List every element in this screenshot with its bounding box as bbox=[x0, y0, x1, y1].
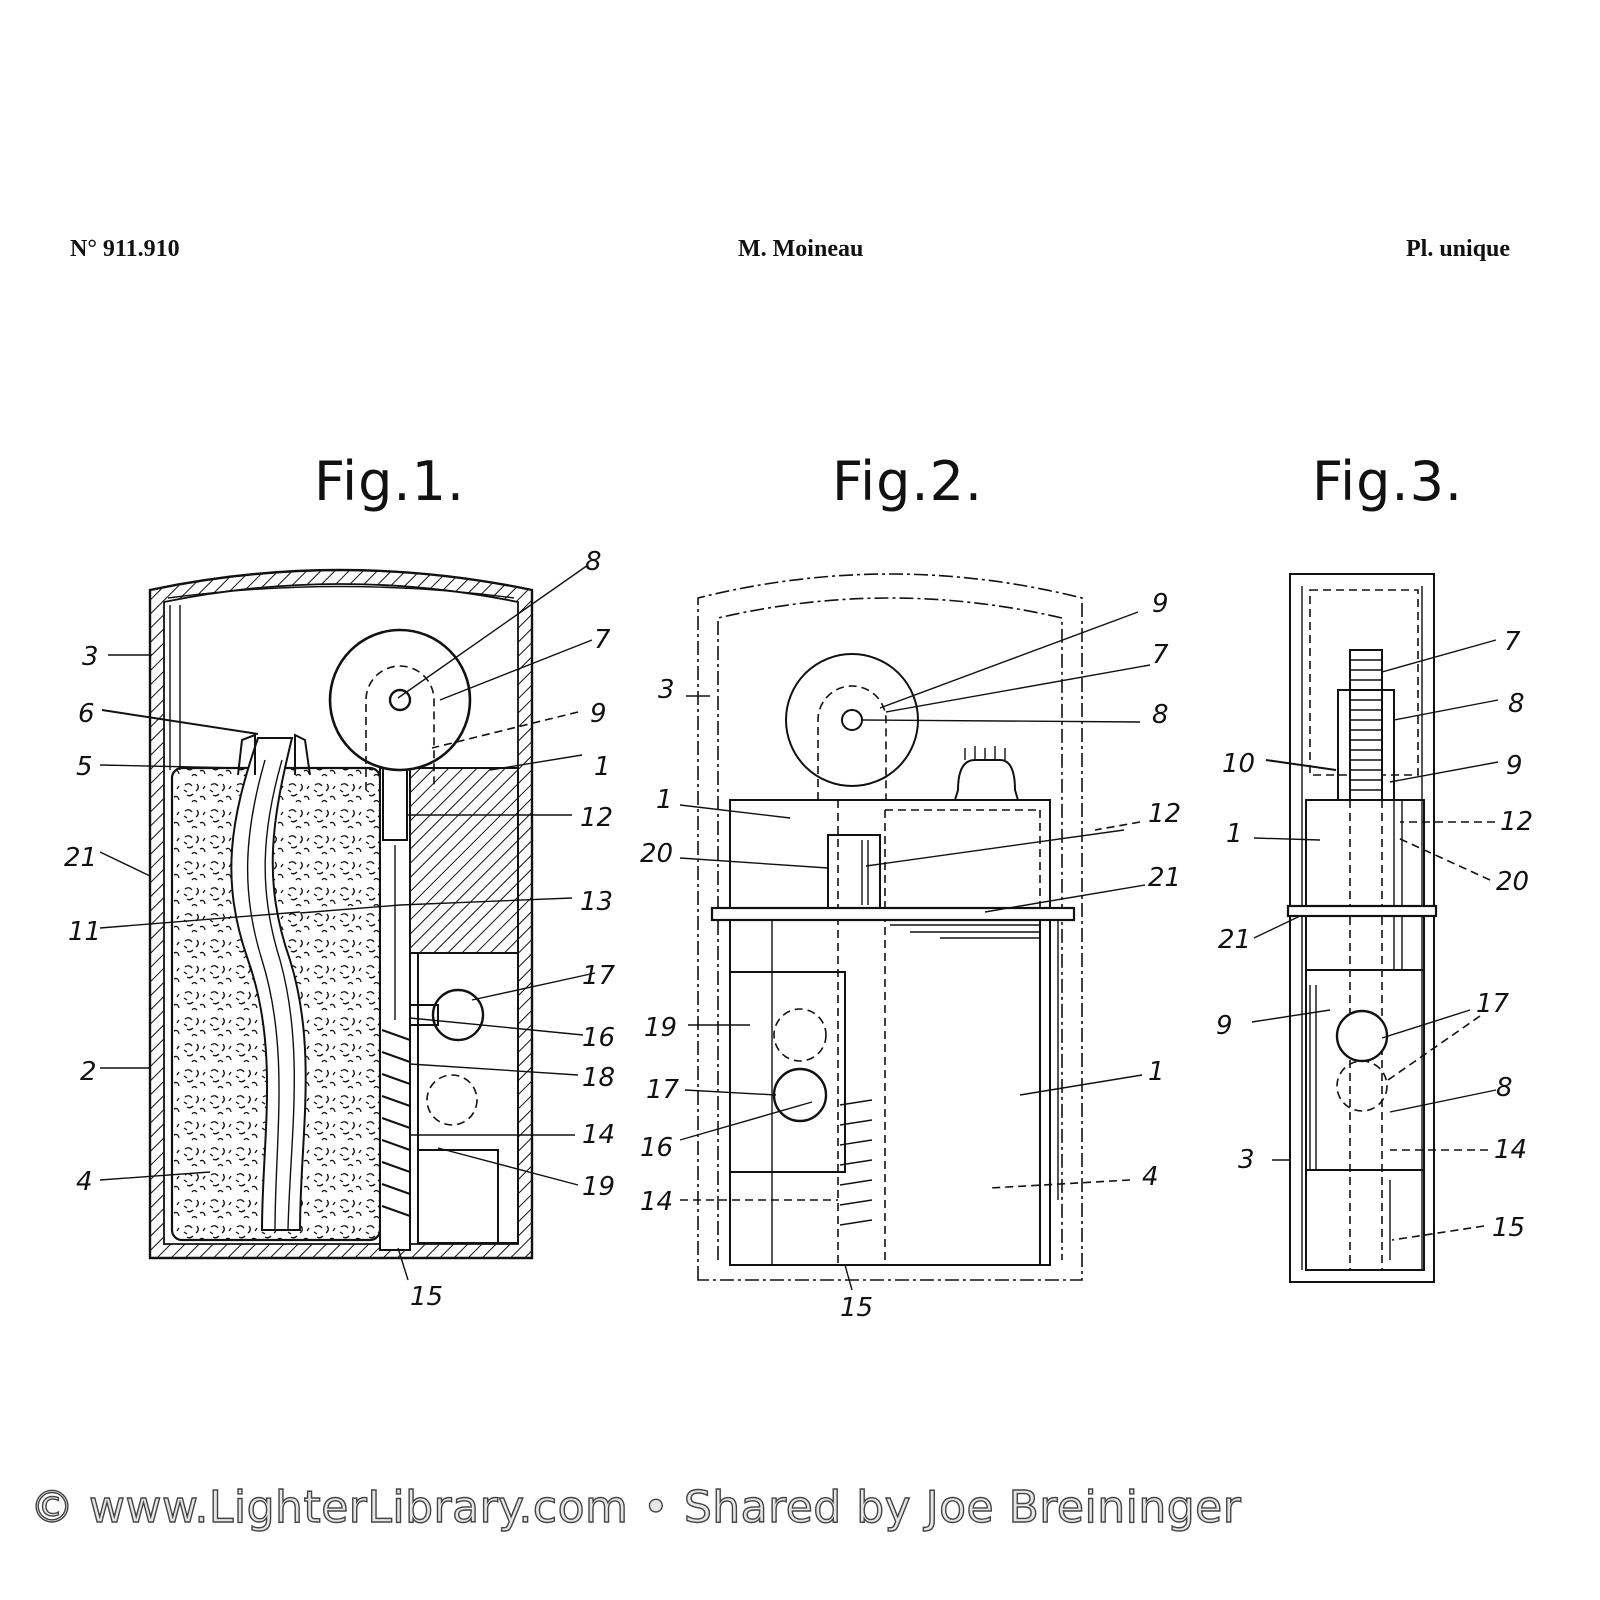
figure-3-title: Fig.3. bbox=[1312, 450, 1463, 513]
fig1-label-18: 18 bbox=[582, 1063, 615, 1093]
fig2-label-16: 16 bbox=[640, 1133, 673, 1163]
fig1-label-16: 16 bbox=[582, 1023, 615, 1053]
fig1-block bbox=[409, 767, 519, 954]
fig1-label-14: 14 bbox=[582, 1120, 615, 1150]
fig3-label-8: 8 bbox=[1508, 689, 1525, 719]
fig2-label-15: 15 bbox=[840, 1293, 873, 1323]
fig2-spring bbox=[839, 1099, 873, 1226]
fig2-label-1b: 1 bbox=[1148, 1057, 1165, 1087]
fig3-label-9b: 9 bbox=[1216, 1011, 1233, 1041]
fig3-label-1: 1 bbox=[1226, 819, 1243, 849]
fig3-wheel-edge bbox=[1349, 649, 1383, 801]
fig1-label-12: 12 bbox=[580, 803, 613, 833]
patent-number: N° 911.910 bbox=[70, 236, 180, 262]
fig1-label-5: 5 bbox=[76, 752, 93, 782]
figure-3: Fig.3. bbox=[1216, 450, 1533, 1283]
fig1-label-1: 1 bbox=[594, 752, 611, 782]
fig2-ball-17 bbox=[772, 1067, 828, 1123]
figure-2-title: Fig.2. bbox=[832, 450, 983, 513]
fig3-label-21: 21 bbox=[1218, 925, 1251, 955]
fig1-label-15: 15 bbox=[410, 1282, 443, 1312]
figure-1-title: Fig.1. bbox=[314, 450, 465, 513]
fig1-label-11: 11 bbox=[68, 917, 101, 947]
fig3-label-7: 7 bbox=[1504, 627, 1521, 657]
fig1-label-2: 2 bbox=[80, 1057, 97, 1087]
fig3-cap-outline bbox=[1289, 573, 1435, 1283]
fig1-label-6: 6 bbox=[78, 699, 95, 729]
fig3-label-8b: 8 bbox=[1496, 1073, 1513, 1103]
fig1-label-8: 8 bbox=[585, 547, 602, 577]
fig3-ball-17 bbox=[1335, 1009, 1389, 1063]
fig2-label-12: 12 bbox=[1148, 799, 1181, 829]
fig3-label-20: 20 bbox=[1496, 867, 1529, 897]
fig3-label-3: 3 bbox=[1238, 1145, 1255, 1175]
fig2-label-14: 14 bbox=[640, 1187, 673, 1217]
fig2-label-7: 7 bbox=[1152, 640, 1169, 670]
inventor-name: M. Moineau bbox=[738, 236, 864, 262]
fig3-label-17: 17 bbox=[1476, 989, 1510, 1019]
fig1-label-3: 3 bbox=[82, 642, 99, 672]
fig2-label-17: 17 bbox=[646, 1075, 680, 1105]
fig2-label-3: 3 bbox=[658, 675, 675, 705]
fig3-upper-body bbox=[1305, 799, 1425, 909]
fig2-label-1: 1 bbox=[656, 785, 673, 815]
fig3-plate bbox=[1286, 904, 1438, 918]
fig1-ball-17 bbox=[431, 988, 485, 1042]
fig3-leaders bbox=[1251, 639, 1499, 1241]
fig2-label-21: 21 bbox=[1148, 863, 1181, 893]
fig1-cap-lining bbox=[167, 585, 515, 599]
fig1-label-13: 13 bbox=[580, 887, 613, 917]
fig3-label-10: 10 bbox=[1222, 749, 1255, 779]
fig2-leaders bbox=[679, 611, 1151, 1291]
watermark-text: © www.LighterLibrary.com • Shared by Joe… bbox=[29, 1481, 1242, 1533]
fig2-label-8: 8 bbox=[1152, 700, 1169, 730]
fig2-label-9: 9 bbox=[1152, 589, 1169, 619]
fig1-label-19: 19 bbox=[582, 1172, 615, 1202]
fig1-leaders bbox=[99, 564, 596, 1281]
fig2-label-20: 20 bbox=[640, 839, 673, 869]
figure-2: Fig.2. bbox=[640, 450, 1181, 1323]
fig2-plate bbox=[710, 906, 1076, 922]
plate-label: Pl. unique bbox=[1406, 236, 1511, 262]
fig3-label-14: 14 bbox=[1494, 1135, 1527, 1165]
fig3-lower-chamber bbox=[1305, 969, 1425, 1171]
figure-1: Fig.1. bbox=[64, 450, 616, 1312]
fig1-spring bbox=[381, 1029, 411, 1217]
fig1-label-21: 21 bbox=[64, 843, 97, 873]
fig2-cap-outline bbox=[697, 573, 1083, 1281]
fig1-label-7: 7 bbox=[594, 625, 611, 655]
fig3-label-15: 15 bbox=[1492, 1213, 1525, 1243]
fig1-label-17: 17 bbox=[582, 961, 616, 991]
fig3-label-9: 9 bbox=[1506, 751, 1523, 781]
fig2-label-19: 19 bbox=[644, 1013, 677, 1043]
fig3-label-12: 12 bbox=[1500, 807, 1533, 837]
fig1-label-4: 4 bbox=[76, 1167, 93, 1197]
fig1-label-9: 9 bbox=[590, 699, 607, 729]
fig2-label-4: 4 bbox=[1142, 1162, 1159, 1192]
